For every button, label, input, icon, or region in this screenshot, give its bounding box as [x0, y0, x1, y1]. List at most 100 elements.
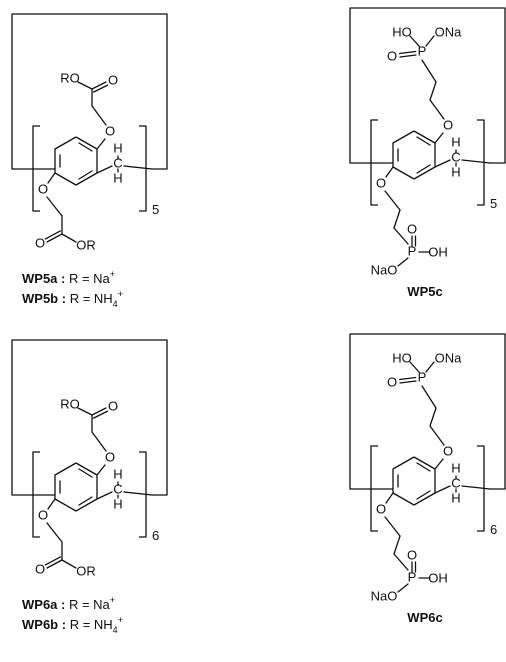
atom-label: O — [443, 117, 453, 132]
atom-label: P — [418, 369, 427, 384]
repeat-count: 5 — [152, 202, 159, 217]
aromatic-bond — [416, 462, 431, 472]
aromatic-bond — [78, 468, 93, 478]
double-bond — [91, 81, 107, 90]
compound-label: WP6a : R = Na+ — [22, 595, 115, 612]
bond — [47, 172, 56, 184]
atom-label: NaO — [371, 262, 398, 277]
bond — [46, 522, 63, 543]
atom-label: OR — [76, 563, 96, 578]
atom-label: C — [451, 475, 460, 490]
double-bond — [399, 54, 417, 58]
bond — [96, 491, 113, 500]
atom-label: O — [38, 181, 48, 196]
double-bond — [46, 559, 63, 569]
atom-label: H — [113, 496, 122, 511]
subscript: 4 — [113, 625, 118, 635]
bond — [385, 492, 394, 504]
bond — [429, 425, 445, 446]
compound-label: WP5b : R = NH4+ — [22, 289, 123, 309]
bond — [91, 431, 107, 452]
atom-label: O — [407, 547, 417, 562]
atom-label: O — [387, 374, 397, 389]
bond — [61, 559, 77, 569]
bond — [91, 105, 107, 126]
atom-label: H — [113, 140, 122, 155]
double-bond — [46, 233, 63, 243]
substituent-definition: R = NH — [70, 617, 113, 632]
macrocycle-frame — [349, 333, 506, 489]
bond — [397, 257, 409, 267]
atom-label: O — [108, 72, 118, 87]
atom-label: P — [408, 569, 417, 584]
aromatic-bond — [416, 136, 431, 146]
atom-label: H — [451, 460, 460, 475]
compound-label: WP6b : R = NH4+ — [22, 615, 123, 635]
benzene-ring — [54, 136, 98, 186]
bond — [429, 81, 437, 101]
double-bond — [398, 376, 417, 381]
atom-label: H — [451, 164, 460, 179]
charge-superscript: + — [118, 615, 123, 625]
repeat-count: 6 — [490, 522, 497, 537]
charge-superscript: + — [118, 289, 123, 299]
atom-label: O — [407, 221, 417, 236]
benzene-ring — [54, 462, 98, 512]
atom-label: P — [418, 43, 427, 58]
charge-superscript: + — [110, 595, 115, 605]
compound-name: WP6a — [22, 597, 58, 612]
double-bond — [92, 84, 109, 93]
atom-label: O — [105, 449, 115, 464]
compound-name: WP5c — [407, 284, 442, 299]
bond — [434, 458, 444, 470]
macrocycle-frame — [11, 339, 168, 495]
compound-name: WP5a — [22, 271, 58, 286]
bond — [123, 165, 153, 170]
bond — [96, 464, 106, 476]
bond — [77, 407, 93, 416]
atom-label: O — [376, 501, 386, 516]
atom-label: O — [443, 443, 453, 458]
bond — [397, 583, 409, 593]
double-bond — [399, 380, 417, 384]
aromatic-bond — [78, 170, 93, 180]
repeat-count: 5 — [490, 196, 497, 211]
atom-label: O — [108, 398, 118, 413]
bond — [434, 485, 451, 494]
bond — [461, 159, 491, 164]
bond — [425, 361, 435, 373]
double-bond — [91, 407, 107, 416]
bond — [46, 196, 63, 217]
caption-separator: : — [57, 271, 69, 286]
bond — [393, 535, 401, 555]
caption-separator: : — [58, 617, 70, 632]
double-bond — [398, 50, 417, 55]
bond — [385, 166, 394, 178]
atom-label: H — [451, 490, 460, 505]
double-bond — [92, 410, 109, 419]
bond — [429, 407, 437, 427]
compound-label: WP5c — [407, 284, 442, 299]
repeat-count: 6 — [152, 528, 159, 543]
atom-label: NaO — [371, 588, 398, 603]
substituent-definition: R = Na — [69, 271, 111, 286]
bond — [61, 233, 77, 243]
subscript: 4 — [113, 299, 118, 309]
bond — [421, 385, 437, 409]
atom-label: O — [105, 123, 115, 138]
macrocycle-frame — [349, 7, 506, 163]
caption-separator: : — [58, 291, 70, 306]
bond — [47, 498, 56, 510]
bond — [393, 209, 401, 229]
atom-label: H — [451, 134, 460, 149]
bond — [461, 485, 491, 490]
caption-separator: : — [57, 597, 69, 612]
atom-label: O — [38, 507, 48, 522]
bond — [77, 81, 93, 90]
bond — [409, 35, 420, 47]
